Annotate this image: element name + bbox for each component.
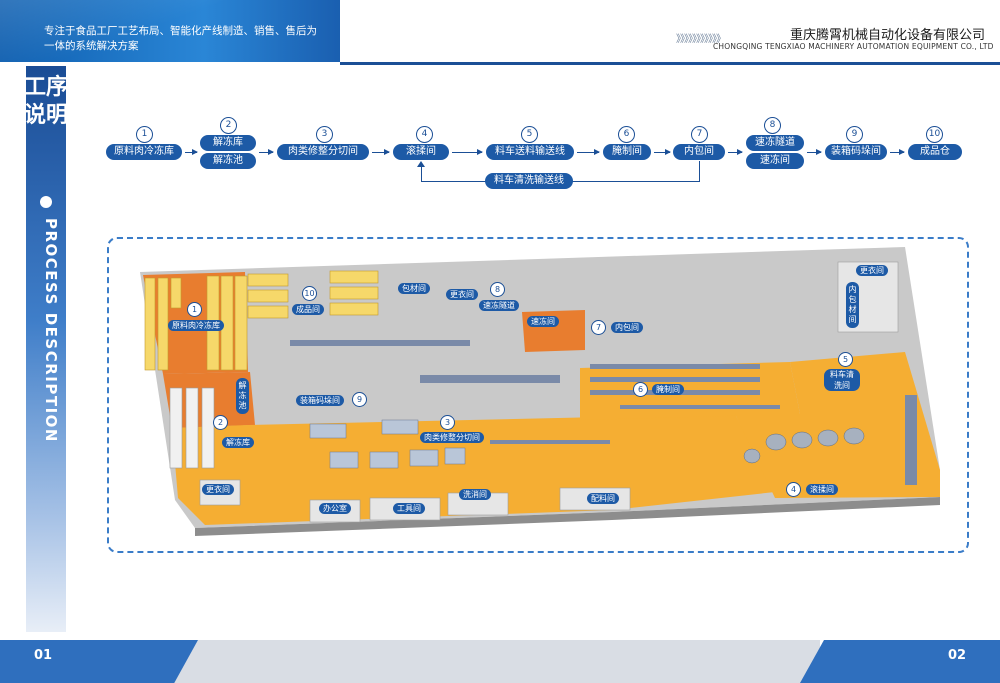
- return-line-up: [421, 164, 422, 182]
- flow-arrow-icon: [807, 149, 822, 155]
- flow-arrow-icon: [577, 149, 600, 155]
- chevron-decoration-icon: 》》》》》》》》》》》: [676, 34, 726, 45]
- plan-label: 成品间: [292, 304, 324, 315]
- header-banner: [0, 0, 340, 62]
- flow-arrow-icon: [452, 149, 483, 155]
- plan-number: 3: [440, 415, 455, 430]
- step-label: 腌制间: [603, 144, 651, 160]
- footer-bar: [170, 640, 820, 683]
- plan-number: 1: [187, 302, 202, 317]
- processing-tables: [309, 419, 466, 469]
- page-number-left: 01: [34, 648, 53, 663]
- step-label: 肉类修整分切间: [277, 144, 369, 160]
- step-label: 速冻隧道: [746, 135, 804, 151]
- plan-label: 速冻隧道: [479, 300, 519, 311]
- step-number: 3: [316, 126, 333, 143]
- step-label: 解冻库: [200, 135, 256, 151]
- plan-label-vertical: 解冻池: [236, 378, 249, 414]
- side-band: [26, 66, 66, 632]
- header-tagline: 专注于食品工厂工艺布局、智能化产线制造、销售、售后为一体的系统解决方案: [44, 25, 317, 52]
- plan-number: 6: [633, 382, 648, 397]
- footer-right-block: [800, 640, 1000, 683]
- plan-label: 原料肉冷冻库: [168, 320, 224, 331]
- flow-arrow-icon: [890, 149, 905, 155]
- plan-label: 速冻间: [527, 316, 559, 327]
- flow-arrow-icon: [372, 149, 390, 155]
- step-number: 10: [926, 126, 943, 143]
- plan-label: 料车清洗间: [824, 369, 860, 391]
- header-banner-sheen: [0, 0, 340, 62]
- plan-label: 包材间: [398, 283, 430, 294]
- plan-label: 洗消间: [459, 489, 491, 500]
- plan-label: 内包间: [611, 322, 643, 333]
- company-name-cn: 重庆腾霄机械自动化设备有限公司: [790, 28, 986, 43]
- flow-arrow-icon: [728, 149, 743, 155]
- step-number: 7: [691, 126, 708, 143]
- plan-label: 装箱码垛间: [296, 395, 344, 406]
- step-number: 8: [764, 117, 781, 134]
- footer-left-block: [0, 640, 198, 683]
- layout-frame: [107, 237, 969, 553]
- plan-number: 2: [213, 415, 228, 430]
- step-label: 速冻间: [746, 153, 804, 169]
- plan-label: 滚揉间: [806, 484, 838, 495]
- header-rule: [340, 62, 1000, 65]
- step-label: 装箱码垛间: [825, 144, 887, 160]
- plan-label: 腌制间: [652, 384, 684, 395]
- flow-arrow-icon: [259, 149, 274, 155]
- flow-arrow-icon: [185, 149, 198, 155]
- step-number: 4: [416, 126, 433, 143]
- plan-number: 7: [591, 320, 606, 335]
- plan-label: 工具间: [393, 503, 425, 514]
- step-number: 9: [846, 126, 863, 143]
- flow-arrow-icon: [654, 149, 671, 155]
- step-label: 内包间: [673, 144, 725, 160]
- plan-number: 5: [838, 352, 853, 367]
- step-label: 料车送料输送线: [486, 144, 574, 160]
- plan-label: 配料间: [587, 493, 619, 504]
- step-number: 1: [136, 126, 153, 143]
- plan-label: 更衣间: [446, 289, 478, 300]
- tumble-floor: [735, 352, 940, 498]
- bullet-dot-icon: [40, 196, 52, 208]
- rooms: [199, 261, 899, 523]
- plan-label: 解冻库: [222, 437, 254, 448]
- plan-label: 肉类修整分切间: [420, 432, 484, 443]
- return-line-label: 料车清洗输送线: [485, 173, 573, 189]
- plan-number: 9: [352, 392, 367, 407]
- floor-edge: [195, 497, 940, 536]
- up-arrow-icon: [417, 161, 425, 167]
- plan-label: 办公室: [319, 503, 351, 514]
- tumblers: [743, 427, 865, 464]
- step-label: 成品仓: [908, 144, 962, 160]
- step-label: 原料肉冷冻库: [106, 144, 182, 160]
- plan-label-vertical: 内包材间: [846, 282, 859, 328]
- plan-number: 8: [490, 282, 505, 297]
- return-line-down: [699, 161, 700, 181]
- plan-label: 更衣间: [202, 484, 234, 495]
- company-name-en: CHONGQING TENGXIAO MACHINERY AUTOMATION …: [713, 42, 994, 51]
- plan-number: 4: [786, 482, 801, 497]
- plan-label: 更衣间: [856, 265, 888, 276]
- thaw-racks: [169, 387, 215, 469]
- page-number-right: 02: [948, 648, 967, 663]
- plan-number: 10: [302, 286, 317, 301]
- step-number: 6: [618, 126, 635, 143]
- step-number: 2: [220, 117, 237, 134]
- step-label: 滚揉间: [393, 144, 449, 160]
- step-label: 解冻池: [200, 153, 256, 169]
- product-pallets: [247, 270, 379, 319]
- section-title: 工序说明: [24, 75, 69, 128]
- step-number: 5: [521, 126, 538, 143]
